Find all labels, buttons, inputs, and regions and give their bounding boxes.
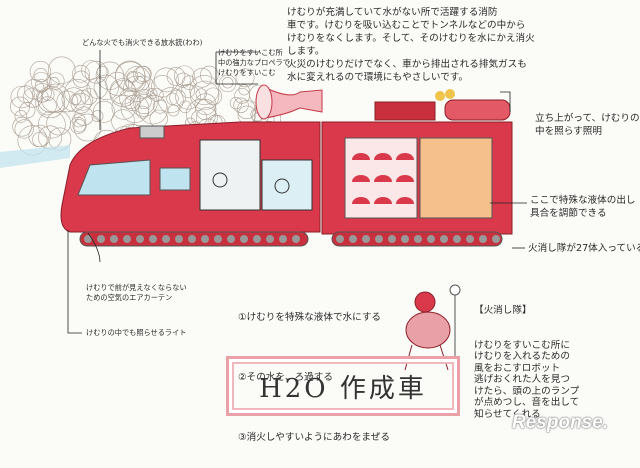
description-line: します。	[287, 46, 325, 57]
process-steps: ①けむりを特殊な液体で水にする ②その水を、ろ過する ③消火しやすいようにあわを…	[238, 268, 390, 468]
wheel	[375, 235, 383, 243]
wheel	[453, 235, 461, 243]
wheel	[401, 235, 409, 243]
description-line: けむりをなくします。そして、そのけむりを水にかえ消火	[287, 33, 535, 44]
wheel	[479, 235, 487, 243]
label-nozzle: どんな火でも消火できる放水銃(わわ)	[82, 38, 203, 47]
label-intake: けむりをすいこむ所 中の強力なプロペラで けむりをすいこむ	[218, 48, 290, 77]
wheel	[492, 235, 500, 243]
description-line: けむりが充満していて水がない所で活躍する消防	[287, 7, 498, 18]
wheel	[123, 235, 131, 243]
robot-dome	[396, 175, 414, 182]
step: ③消火しやすいようにあわをまぜる	[238, 432, 390, 443]
wheel	[279, 235, 287, 243]
wheel	[466, 235, 474, 243]
robot-dome	[374, 197, 392, 204]
label-air-curtain: けむりで前が見えなくならない ための空気のエアカーテン	[86, 283, 187, 302]
wheel	[149, 235, 157, 243]
robot-dome	[352, 175, 370, 182]
label-top-light: 立ち上がって、けむりの 中を照らす照明	[535, 113, 640, 137]
label-robots: 火消し隊が27体入っている	[528, 243, 640, 254]
wheel	[188, 235, 196, 243]
description-line: 水に変えれるので環境にもやさしいです。	[287, 72, 469, 83]
robot-dome	[396, 197, 414, 204]
wheel	[349, 235, 357, 243]
wheel	[136, 235, 144, 243]
leader-lines	[67, 50, 527, 334]
wheel	[97, 235, 105, 243]
wheel	[440, 235, 448, 243]
wheel	[240, 235, 248, 243]
robot-dome	[396, 153, 414, 160]
step: ①けむりを特殊な液体で水にする	[238, 312, 382, 323]
side-window	[159, 167, 191, 191]
description-text: けむりが充満していて水がない所で活躍する消防車です。けむりを吸い込むことでトンネ…	[287, 6, 535, 84]
wheel	[162, 235, 170, 243]
title: H2O 作成車	[259, 373, 427, 404]
robot-dome	[352, 197, 370, 204]
label-front-light: けむりの中でも照らせるライト	[86, 328, 187, 337]
wheel	[427, 235, 435, 243]
firefighter-robot	[404, 284, 461, 371]
wheel	[214, 235, 222, 243]
windshield	[77, 159, 151, 196]
smoke-intake-horn	[261, 85, 323, 119]
wheel	[362, 235, 370, 243]
robot-note: 【火消し隊】 けむりをすいこむ所に けむりを入れるための 風をおこすロボット 逃…	[474, 282, 579, 432]
description-line: 車です。けむりを吸い込むことでトンネルなどの中から	[287, 20, 526, 31]
robot-note-heading: 【火消し隊】	[474, 305, 532, 316]
robot-dome	[374, 175, 392, 182]
wheel	[292, 235, 300, 243]
wheel	[336, 235, 344, 243]
wheel	[84, 235, 92, 243]
robot-dome	[374, 153, 392, 160]
control-panel	[419, 137, 493, 219]
wheel	[253, 235, 261, 243]
step: ②その水を、ろ過する	[238, 372, 333, 383]
fire-truck-illustration	[0, 50, 527, 371]
water-spray	[0, 145, 70, 168]
wheel	[110, 235, 118, 243]
robot-note-body: けむりをすいこむ所に けむりを入れるための 風をおこすロボット 逃げおくれた人を…	[474, 339, 580, 420]
wheel	[201, 235, 209, 243]
watermark: Response.	[512, 412, 609, 433]
title-box: H2O 作成車	[226, 356, 460, 416]
description-line: 火災のけむりだけでなく、車から排出される排気ガスも	[287, 59, 527, 70]
filter-compartment	[199, 139, 261, 211]
wheel	[388, 235, 396, 243]
robot-dome	[352, 153, 370, 160]
label-liquid-control: ここで特殊な液体の出し 具合を調節できる	[530, 195, 636, 219]
wheel	[414, 235, 422, 243]
wheel	[227, 235, 235, 243]
wheel	[266, 235, 274, 243]
wheel	[175, 235, 183, 243]
